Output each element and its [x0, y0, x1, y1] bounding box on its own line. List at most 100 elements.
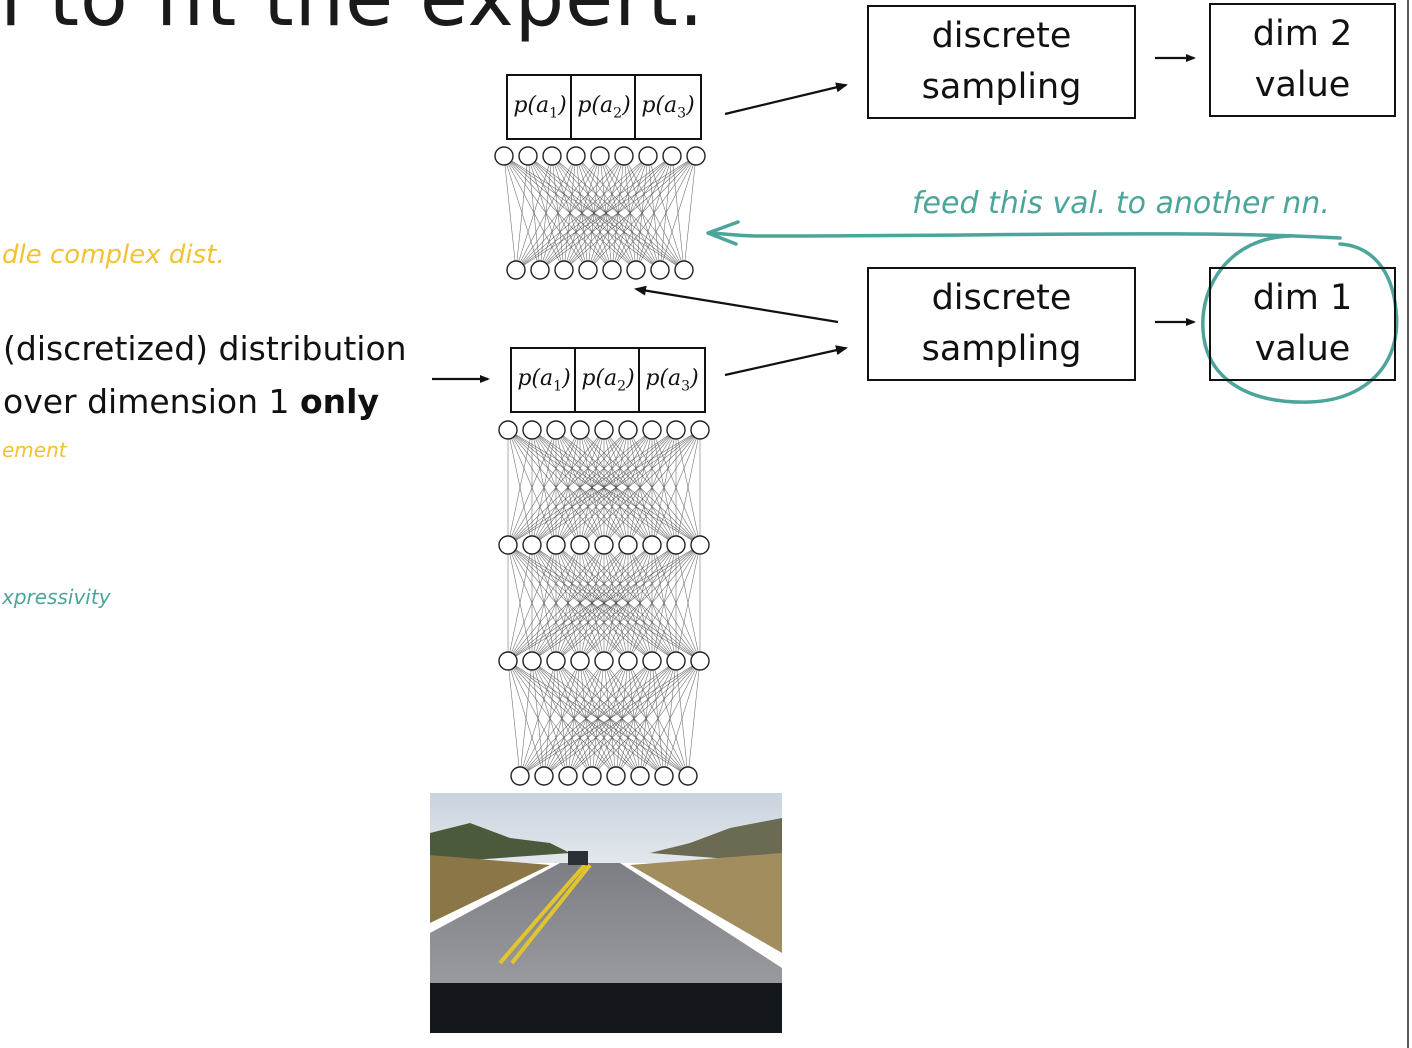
prob-label: p(a1)	[517, 365, 571, 395]
prob-cell-a2: p(a2)	[574, 347, 642, 413]
network-edge	[515, 155, 601, 271]
network-node	[618, 535, 638, 555]
network-edge	[579, 429, 701, 546]
dim1-value-box: dim 1 value	[1209, 267, 1396, 381]
distribution-text-bold: only	[300, 382, 379, 421]
network-edge	[507, 544, 653, 662]
network-edge	[515, 155, 649, 271]
network-node	[582, 766, 602, 786]
network-node	[522, 420, 542, 440]
network-edge	[639, 660, 701, 777]
network-edge	[503, 155, 517, 271]
network-edge	[563, 155, 697, 271]
network-edge	[519, 660, 653, 777]
network-node	[554, 260, 574, 280]
arrow-bottom-probs-to-sampling	[724, 345, 848, 377]
network-edge	[555, 544, 701, 662]
network-edge	[507, 429, 701, 546]
network-edge	[515, 155, 673, 271]
distribution-text-line2: over dimension 1 only	[3, 376, 379, 428]
network-edge	[567, 660, 701, 777]
network-edge	[531, 429, 701, 546]
box-line: dim 1	[1252, 278, 1353, 318]
box-line: sampling	[921, 67, 1082, 107]
network-edge	[519, 660, 701, 777]
network-edge	[519, 660, 533, 777]
network-edge	[507, 429, 677, 546]
network-edge	[507, 429, 533, 546]
network-node	[642, 420, 662, 440]
network-node	[546, 420, 566, 440]
network-node	[594, 420, 614, 440]
network-edge	[627, 544, 701, 662]
network-edge	[519, 660, 557, 777]
prob-cell-a1: p(a1)	[506, 74, 574, 140]
network-node	[578, 260, 598, 280]
network-node	[630, 766, 650, 786]
box-line: discrete	[931, 16, 1072, 56]
network-node	[666, 651, 686, 671]
network-node	[690, 535, 710, 555]
network-node	[494, 146, 514, 166]
network-node	[606, 766, 626, 786]
prob-label: p(a3)	[641, 92, 695, 122]
network-edge	[555, 429, 701, 546]
network-edge	[659, 155, 697, 271]
network-node	[498, 420, 518, 440]
network-edge	[507, 544, 605, 662]
network-node	[674, 260, 694, 280]
prob-cell-a2: p(a2)	[570, 74, 638, 140]
network-edge	[507, 429, 605, 546]
network-edge	[675, 429, 701, 546]
annotation-feed: feed this val. to another nn.	[912, 186, 1330, 221]
network-node	[498, 651, 518, 671]
network-edge	[507, 544, 701, 662]
network-edge	[507, 660, 521, 777]
network-edge	[507, 544, 677, 662]
network-node	[678, 766, 698, 786]
network-node	[602, 260, 622, 280]
network-edge	[515, 155, 529, 271]
prob-cell-a3: p(a3)	[638, 347, 706, 413]
network-node	[618, 651, 638, 671]
network-edge	[663, 660, 701, 777]
network-edge	[507, 544, 557, 662]
network-node	[594, 651, 614, 671]
box-line: dim 2	[1252, 14, 1353, 54]
prob-label: p(a1)	[513, 92, 567, 122]
network-node	[642, 535, 662, 555]
discrete-sampling-box-top: discrete sampling	[867, 5, 1136, 119]
neural-network-bottom	[498, 420, 710, 786]
network-edge	[519, 660, 677, 777]
network-edge	[651, 544, 701, 662]
network-edge	[675, 544, 701, 662]
network-edge	[651, 429, 701, 546]
network-node	[686, 146, 706, 166]
network-edge	[515, 155, 577, 271]
road-dashcam-photo	[430, 793, 782, 1033]
discrete-sampling-box-bottom: discrete sampling	[867, 267, 1136, 381]
teal-circle-dim1	[1201, 234, 1399, 404]
network-edge	[507, 429, 653, 546]
network-edge	[519, 660, 629, 777]
slide-title: l to fit the expert.	[0, 0, 705, 44]
network-node	[546, 535, 566, 555]
network-edge	[515, 155, 697, 271]
network-node	[690, 651, 710, 671]
network-node	[666, 420, 686, 440]
network-node	[690, 420, 710, 440]
network-edge	[531, 544, 701, 662]
network-edge	[611, 155, 697, 271]
network-edge	[507, 544, 581, 662]
box-line: value	[1254, 329, 1351, 369]
network-node	[618, 420, 638, 440]
network-edge	[519, 660, 581, 777]
network-edge	[543, 660, 701, 777]
network-edge	[627, 429, 701, 546]
network-edge	[615, 660, 701, 777]
network-edge	[507, 544, 629, 662]
prob-cell-a1: p(a1)	[510, 347, 578, 413]
teal-feedback-arrow	[710, 231, 1342, 240]
